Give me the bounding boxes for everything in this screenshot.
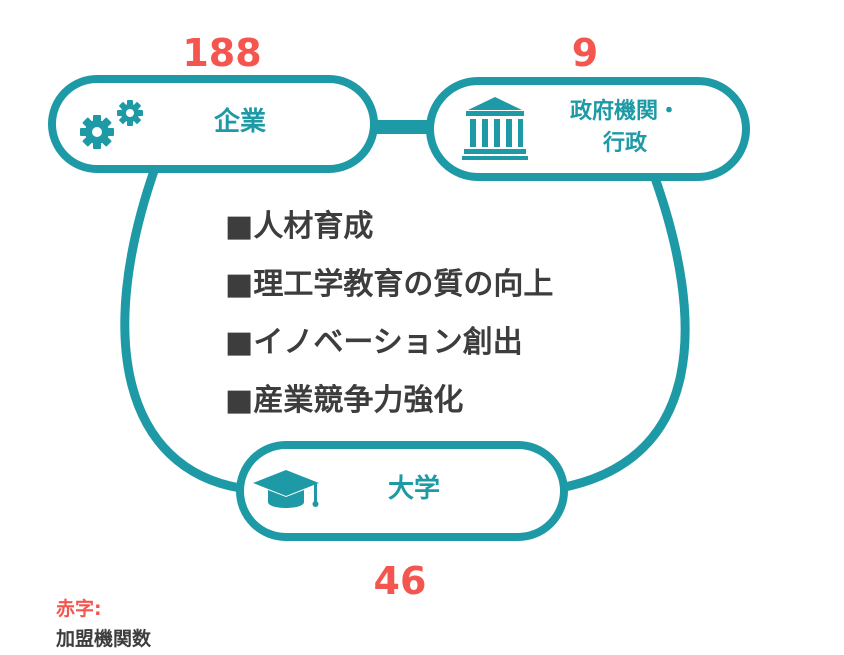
connector-company-government [370,120,440,134]
legend-red-text: 赤字: [56,598,102,620]
goals-list: ■人材育成 ■理工学教育の質の向上 ■イノベーション創出 ■産業競争力強化 [225,212,553,444]
goal-item: ■理工学教育の質の向上 [225,267,554,302]
university-label: 大学 [387,474,440,504]
connector-government-university [555,173,690,493]
connector-company-university [120,163,245,493]
government-building-icon [462,97,528,160]
goal-item: ■人材育成 [225,209,374,244]
government-label: 政府機関・ 行政 [540,96,710,160]
goal-item: ■産業競争力強化 [225,383,464,418]
government-label-line2: 行政 [602,131,647,156]
gears-icon [80,100,143,149]
legend-description: 加盟機関数 [56,628,152,650]
university-count: 46 [373,559,427,603]
government-label-line1: 政府機関・ [569,99,680,124]
government-count: 9 [571,31,599,75]
company-count: 188 [182,31,262,75]
graduation-cap-icon [253,470,319,508]
company-label: 企業 [213,107,266,137]
goal-item: ■イノベーション創出 [225,325,523,360]
node-university-outline [236,441,568,541]
